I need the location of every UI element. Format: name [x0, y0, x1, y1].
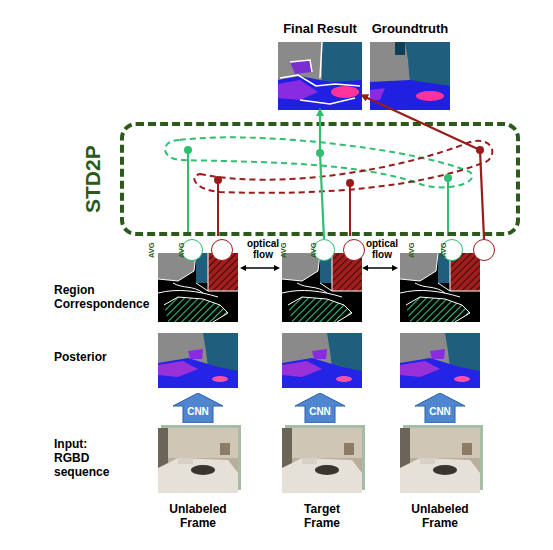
avg-circle-text: AVG	[396, 240, 426, 260]
avg-links	[187, 150, 189, 236]
rgbd-photos	[400, 425, 483, 493]
result-image: Groundtruth	[370, 42, 450, 110]
region-correspondence-images	[400, 253, 480, 322]
posterior-images	[158, 333, 480, 388]
optical-flow-arrows	[240, 265, 398, 271]
optical-flow-arrows	[274, 265, 280, 271]
groundtruth-image	[370, 42, 450, 110]
pooling-dots	[184, 146, 484, 187]
input-frame-text: Unlabeled Frame	[400, 502, 480, 530]
final-result-image	[278, 42, 362, 110]
optical-flow-arrows	[240, 265, 246, 271]
posterior-images	[400, 333, 480, 388]
input-frame-text: Target Frame	[282, 502, 362, 530]
row-label: Input: RGBD sequence	[54, 437, 116, 479]
avg-circle-text: AVG	[136, 240, 166, 260]
cnn-arrow-shape	[295, 393, 345, 423]
groundtruth-image	[370, 88, 385, 100]
avg-circle: AVG	[343, 239, 365, 261]
groundtruth-image	[370, 42, 450, 110]
avg-links	[217, 180, 219, 236]
final-result-image	[278, 42, 362, 110]
result-image: Final Result	[278, 42, 362, 110]
cnn-arrow-shape	[415, 393, 465, 423]
pooling-dots	[346, 179, 354, 187]
avg-circle: AVG	[473, 239, 495, 261]
input-frame-text: Unlabeled Frame	[158, 502, 238, 530]
optical-flow-arrows	[362, 265, 368, 271]
final-result-image	[331, 86, 359, 98]
correspondence-loops	[165, 137, 492, 193]
pooling-dots	[444, 174, 452, 182]
region-correspondence-images	[158, 253, 238, 322]
flow-arrow	[320, 110, 324, 239]
optical-flow-arrows	[365, 267, 395, 269]
flow-label: optical flow	[362, 238, 402, 260]
rgbd-photos	[282, 425, 365, 493]
pooling-dots	[214, 176, 222, 184]
region-correspondence-images	[158, 253, 480, 322]
pooling-dots	[184, 146, 192, 154]
cnn-arrow-text: CNN	[173, 406, 223, 423]
row-label: Posterior	[54, 350, 154, 364]
cnn-arrow: CNN	[173, 393, 223, 423]
result-image-text: Groundtruth	[350, 21, 470, 36]
std2p-module-text: STD2P	[78, 126, 108, 232]
flow-label: optical flow	[243, 238, 283, 260]
avg-links	[188, 150, 448, 236]
avg-circle-text: AVG	[298, 240, 328, 260]
cnn-arrow-text: CNN	[415, 406, 465, 423]
input-frame: Unlabeled Frame	[158, 428, 238, 493]
row-label: Region Correspondence	[54, 283, 154, 311]
optical-flow-arrows	[243, 267, 277, 269]
groundtruth-image	[370, 80, 450, 110]
final-result-image	[278, 76, 362, 110]
input-frame: Target Frame	[282, 428, 362, 493]
avg-circle-text: AVG	[428, 240, 458, 260]
cnn-arrow: CNN	[415, 393, 465, 423]
cnn-arrow: CNN	[295, 393, 345, 423]
result-image-text: Final Result	[258, 21, 382, 36]
avg-circle: AVG	[211, 239, 233, 261]
rgbd-photos	[158, 425, 483, 493]
groundtruth-image	[416, 91, 444, 101]
cnn-arrow-shape	[173, 393, 223, 423]
region-correspondence-images	[282, 253, 362, 322]
cnn-arrow-text: CNN	[295, 406, 345, 423]
posterior-images	[158, 333, 238, 388]
correspondence-loops	[165, 137, 472, 187]
pooling-dots	[316, 149, 324, 157]
flow-arrow	[362, 95, 484, 239]
avg-circle-text: AVG	[166, 240, 196, 260]
std2p-module: STD2PAVGAVGAVGAVGAVGAVG	[120, 122, 520, 236]
optical-flow-arrows	[392, 265, 398, 271]
rgbd-photos	[158, 425, 241, 493]
avg-links	[447, 178, 449, 236]
posterior-images	[282, 333, 362, 388]
final-result-image	[280, 42, 360, 104]
pooling-dots	[476, 146, 484, 154]
input-frame: Unlabeled Frame	[400, 428, 480, 493]
avg-links	[349, 183, 351, 236]
groundtruth-image	[395, 42, 405, 55]
